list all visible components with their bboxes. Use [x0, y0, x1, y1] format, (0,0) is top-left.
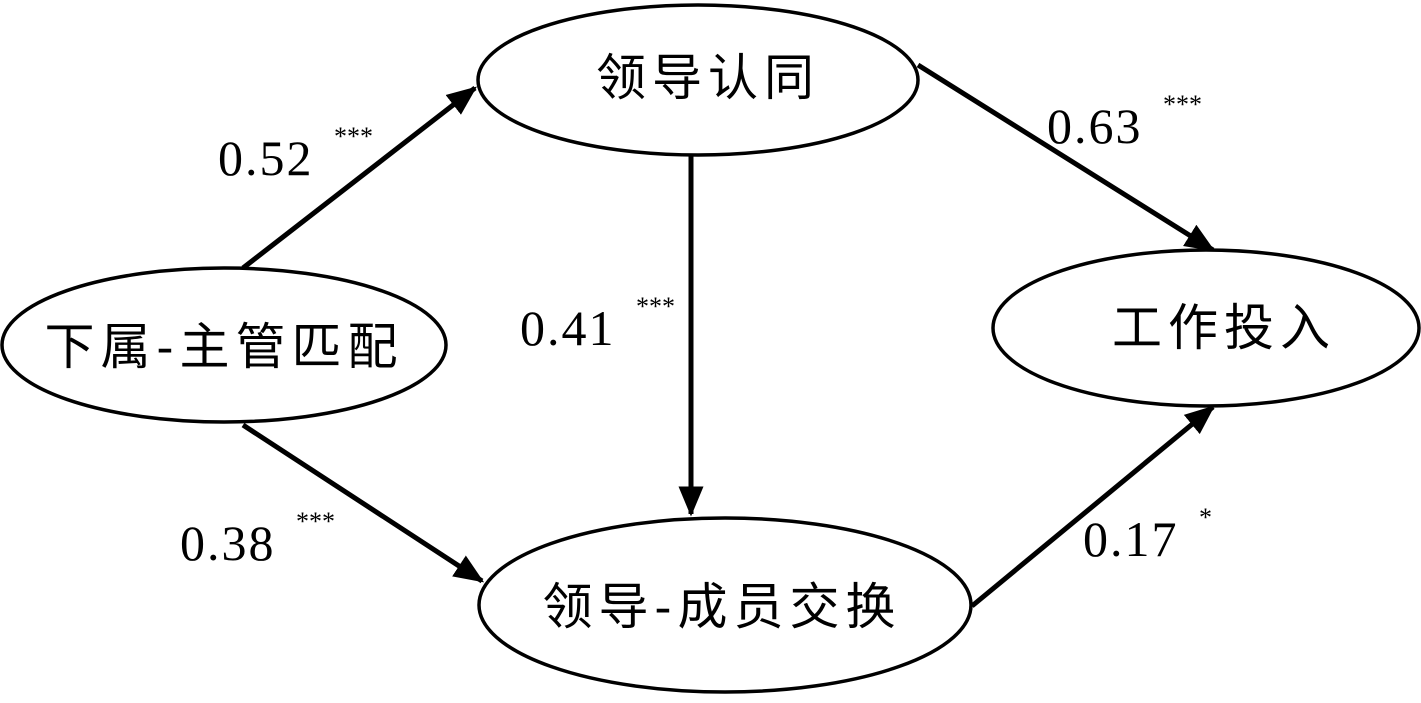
node-lmx-label: 领导-成员交换	[543, 578, 902, 636]
coefficient-label: 0.63	[1047, 98, 1143, 154]
node-match-label: 下属-主管匹配	[45, 318, 404, 376]
edge-match-to-lmx	[241, 422, 485, 584]
edge-label-match-lmx: 0.38 ***	[180, 507, 335, 571]
coefficient-label: 0.38	[180, 515, 276, 571]
edge-lmx-to-engagement	[970, 405, 1215, 608]
significance-label: ***	[1163, 90, 1202, 119]
node-engagement: 工作投入	[991, 248, 1421, 408]
node-engagement-shape	[991, 248, 1421, 408]
edge-labels: 0.52 *** 0.38 *** 0.41 *** 0.63 *** 0.17…	[180, 90, 1212, 571]
significance-label: *	[1199, 503, 1212, 532]
coefficient-label: 0.17	[1083, 511, 1179, 567]
significance-label: ***	[296, 507, 335, 536]
edge-identification-to-engagement	[916, 62, 1216, 253]
node-identification-shape	[476, 3, 920, 157]
coefficient-label: 0.41	[520, 300, 616, 356]
edge-label-match-identification: 0.52 ***	[218, 122, 373, 186]
node-identification-label: 领导认同	[596, 49, 820, 107]
significance-label: ***	[334, 122, 373, 151]
edge-label-identification-lmx: 0.41 ***	[520, 292, 675, 356]
edge-label-lmx-engagement: 0.17 *	[1083, 503, 1212, 567]
coefficient-label: 0.52	[218, 130, 314, 186]
significance-label: ***	[636, 292, 675, 321]
edge-label-identification-engagement: 0.63 ***	[1047, 90, 1202, 154]
node-match-shape	[0, 266, 448, 424]
edges	[241, 62, 1216, 608]
node-match: 下属-主管匹配	[0, 266, 448, 424]
node-lmx: 领导-成员交换	[477, 516, 973, 694]
edge-match-to-identification	[241, 86, 477, 270]
node-engagement-label: 工作投入	[1112, 299, 1336, 357]
node-lmx-shape	[477, 516, 973, 694]
node-identification: 领导认同	[476, 3, 920, 157]
